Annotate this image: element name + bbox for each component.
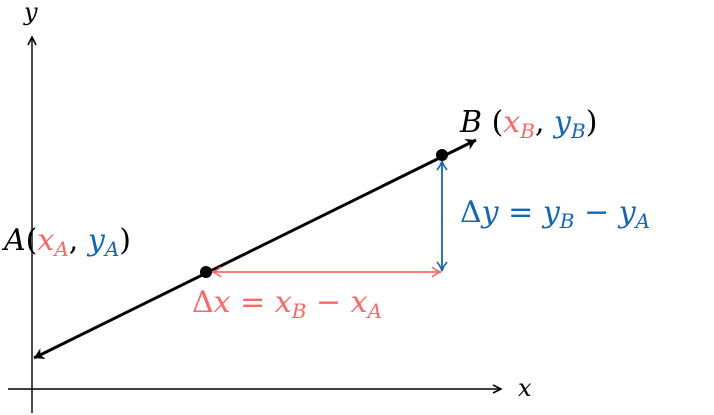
delta-x-formula: Δx = xB − xA	[192, 285, 382, 323]
point-b-label: B (xB, yB)	[459, 105, 597, 143]
y-axis-label: y	[23, 0, 38, 26]
point-a-label: A(xA, yA)	[1, 223, 131, 261]
x-axis-label: x	[518, 374, 532, 402]
delta-y-formula: Δy = yB − yA	[460, 195, 650, 233]
line-ab	[33, 138, 477, 360]
point-a	[200, 266, 212, 278]
point-b	[436, 149, 448, 161]
